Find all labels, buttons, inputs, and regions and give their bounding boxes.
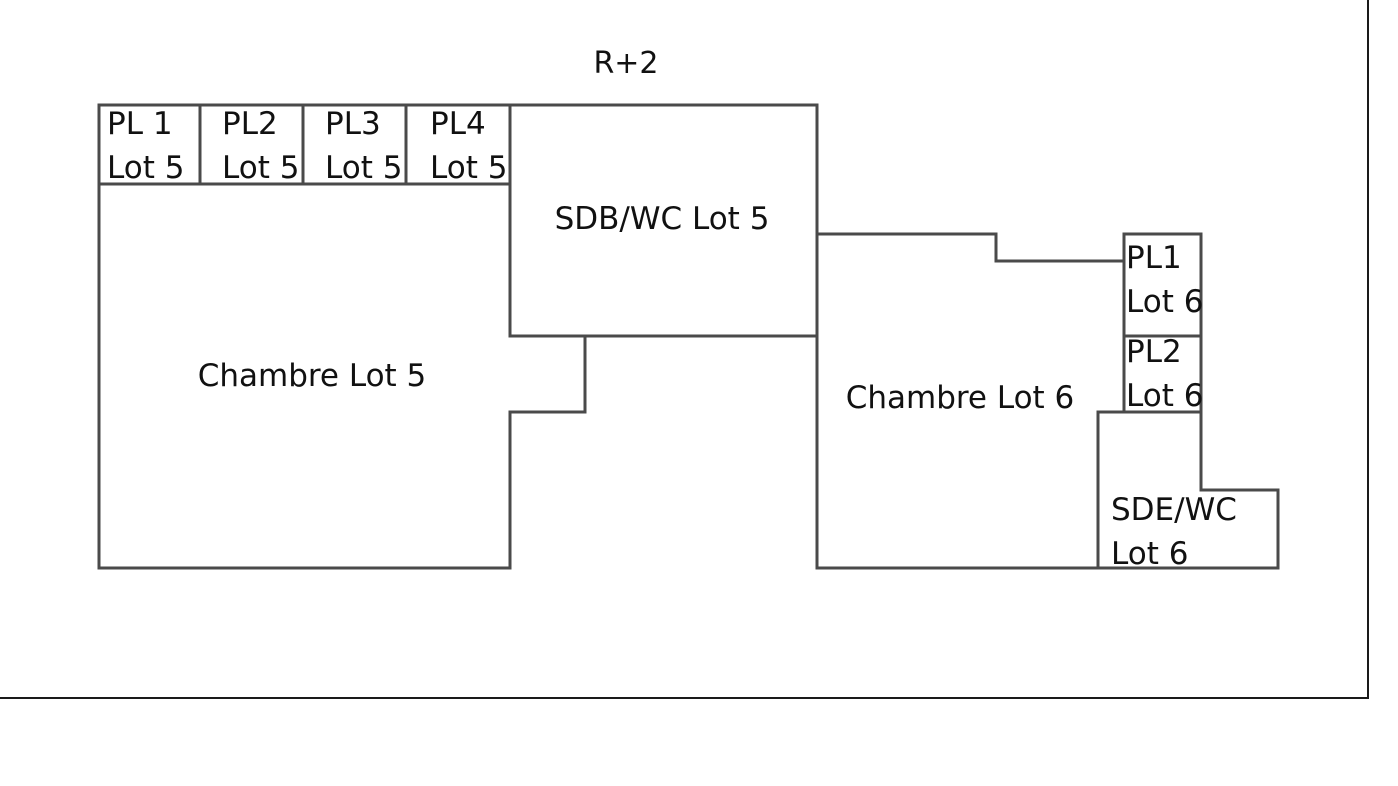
label-pl2-lot5-lot: Lot 5 (222, 150, 299, 186)
lot-5-group: PL 1 Lot 5 PL2 Lot 5 PL3 Lot 5 PL4 Lot 5… (97, 103, 819, 570)
label-pl1-lot5-lot: Lot 5 (107, 150, 184, 186)
label-pl1-lot5: PL 1 (107, 106, 173, 142)
lot-6-group: Chambre Lot 6 PL1 Lot 6 PL2 Lot 6 SDE/WC… (815, 232, 1280, 572)
label-pl2-lot6: PL2 (1126, 334, 1182, 370)
label-pl2-lot5: PL2 (222, 106, 278, 142)
label-sdb-wc-lot5: SDB/WC Lot 5 (555, 201, 770, 237)
label-pl1-lot6-lot: Lot 6 (1126, 284, 1203, 320)
room-chambre-lot5 (97, 182, 587, 570)
label-pl3-lot5: PL3 (325, 106, 381, 142)
room-sde-wc-lot6 (1096, 410, 1280, 570)
label-pl4-lot5: PL4 (430, 106, 486, 142)
label-chambre-lot6: Chambre Lot 6 (846, 380, 1075, 416)
label-chambre-lot5: Chambre Lot 5 (198, 358, 427, 394)
label-pl2-lot6-lot: Lot 6 (1126, 378, 1203, 414)
label-pl3-lot5-lot: Lot 5 (325, 150, 402, 186)
label-sde-wc-lot6-lot: Lot 6 (1111, 536, 1188, 572)
label-sde-wc-lot6: SDE/WC (1111, 492, 1237, 528)
drawing-frame (0, 0, 1369, 699)
floor-title: R+2 (593, 46, 658, 81)
label-pl4-lot5-lot: Lot 5 (430, 150, 507, 186)
label-pl1-lot6: PL1 (1126, 240, 1182, 276)
